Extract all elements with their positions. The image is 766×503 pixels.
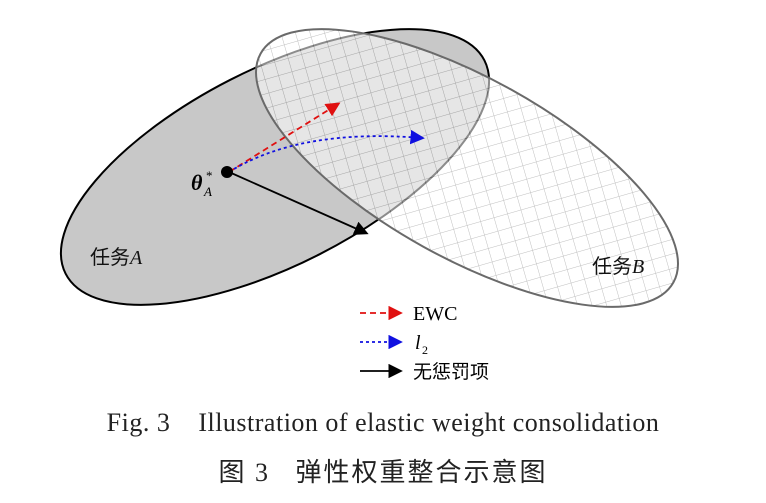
legend-ewc-label: EWC <box>413 303 457 325</box>
ewc-arrow <box>228 102 341 173</box>
no-penalty-arrow <box>228 171 369 235</box>
caption-chinese: 图 3 弹性权重整合示意图 <box>0 452 766 489</box>
caption-english-prefix: Fig. 3 <box>106 408 171 437</box>
legend-l2-label: l <box>415 332 421 354</box>
task-a-label: 任务A <box>90 245 143 269</box>
caption-english-text: Illustration of elastic weight consolida… <box>198 408 660 437</box>
legend-l2-subscript: 2 <box>422 343 428 357</box>
caption-chinese-prefix: 图 3 <box>218 458 270 487</box>
legend-no-penalty-label: 无惩罚项 <box>413 361 489 383</box>
l2-arrow <box>228 129 425 173</box>
theta-a-star: * <box>206 168 213 183</box>
caption-gap-zh <box>270 458 296 487</box>
theta-a-label: θ <box>191 170 203 195</box>
task-b-label: 任务B <box>592 254 644 278</box>
caption-chinese-text: 弹性权重整合示意图 <box>295 458 548 487</box>
caption-english: Fig. 3 Illustration of elastic weight co… <box>0 408 766 438</box>
task-b-region <box>255 28 679 308</box>
theta-a-subscript: A <box>203 184 212 199</box>
legend: EWC l 2 无惩罚项 <box>360 303 489 383</box>
theta-a-point <box>221 166 233 178</box>
caption-gap <box>170 408 198 437</box>
